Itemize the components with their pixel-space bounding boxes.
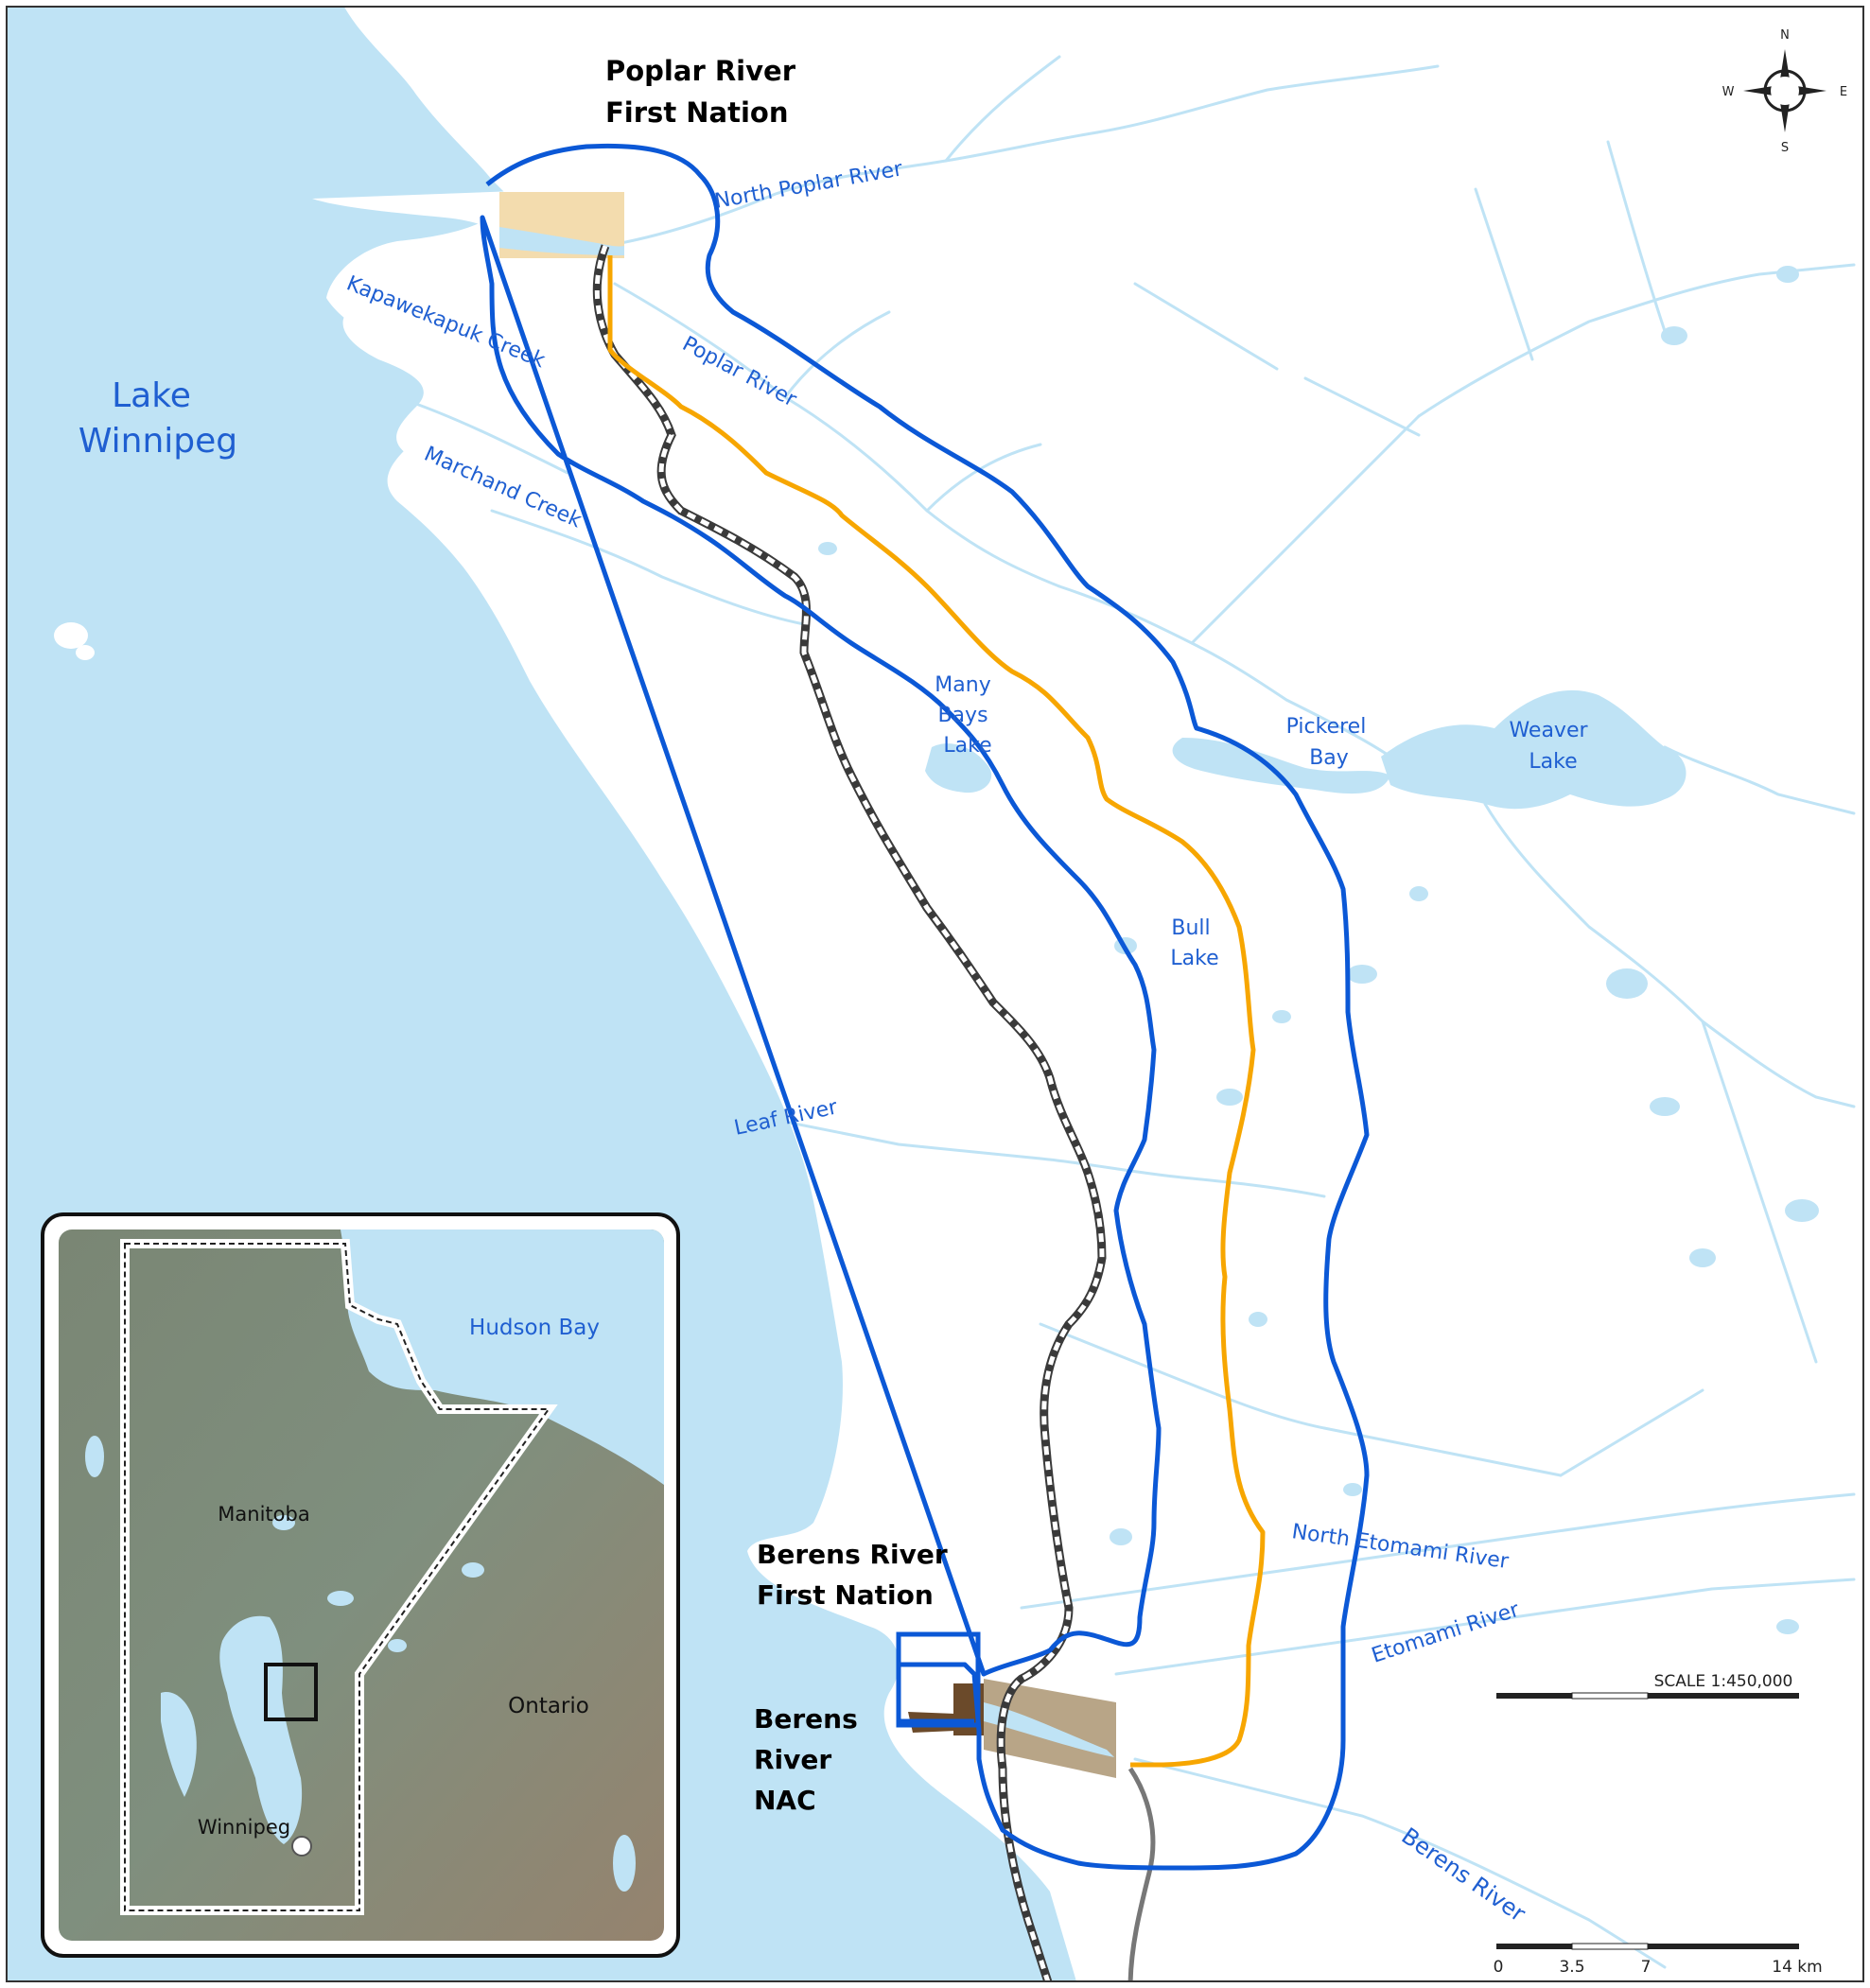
- scale-tick: 7: [1641, 1958, 1652, 1977]
- poplar-point-peninsula: [312, 189, 568, 492]
- lake: [1347, 965, 1377, 984]
- lake: [1776, 1619, 1799, 1634]
- lake: [1409, 886, 1428, 901]
- lake: [1110, 1528, 1132, 1545]
- berens-nac-boundary: [896, 1631, 981, 1728]
- map-frame: [6, 6, 1864, 1982]
- compass-west: W: [1722, 85, 1735, 99]
- poplar-river-channel: [499, 227, 624, 255]
- proposed-route: [607, 255, 1266, 1768]
- all-weather-road: [1127, 1767, 1156, 1981]
- inset-ontario-label: Ontario: [508, 1694, 589, 1718]
- pickerel-bay-label: Bay: [1309, 746, 1349, 770]
- berens-river-nac-label: River: [754, 1744, 831, 1775]
- river-network: [395, 55, 1856, 1969]
- lake: [1606, 968, 1648, 999]
- winnipeg-city-marker: [291, 1836, 312, 1857]
- berens-river-fn-label: First Nation: [757, 1579, 934, 1611]
- poplar-river-label: First Nation: [605, 96, 788, 129]
- compass-north: N: [1780, 28, 1790, 43]
- berens-river-fn-label: Berens River: [757, 1539, 948, 1570]
- lake: [1785, 1199, 1819, 1222]
- inset-manitoba-label: Manitoba: [218, 1503, 309, 1526]
- scale-tick: 3.5: [1559, 1958, 1584, 1977]
- lake: [1689, 1248, 1716, 1267]
- berens-river-nac-label: Berens: [754, 1703, 858, 1735]
- inset-locator-box: [264, 1663, 318, 1721]
- inset-lake: [85, 1436, 104, 1477]
- many-bays-lake-label: Lake: [943, 734, 991, 758]
- lake-winnipeg-label: Winnipeg: [79, 422, 237, 461]
- island: [54, 622, 88, 649]
- scale-tick: 0: [1494, 1958, 1504, 1977]
- berens-river-nac-label: NAC: [754, 1785, 816, 1816]
- inset-lake: [161, 1692, 197, 1797]
- inset-winnipeg-label: Winnipeg: [198, 1816, 290, 1839]
- lake: [1661, 326, 1687, 345]
- many-bays-lake-water: [925, 743, 992, 793]
- inset-map: [41, 1212, 680, 1958]
- lake: [1272, 1010, 1291, 1023]
- scale-bar-lower: [1496, 1943, 1799, 1950]
- lake-winnipeg-inset: [219, 1615, 303, 1844]
- weaver-lake-label: Weaver: [1509, 719, 1588, 742]
- manitoba-boundary-dash: [124, 1243, 551, 1911]
- weaver-lake-water: [1381, 689, 1686, 810]
- poplar-river-label: Poplar River: [605, 55, 796, 87]
- island: [76, 645, 95, 660]
- scale-bar: [1496, 1692, 1799, 1700]
- scale-tick: 14 km: [1772, 1958, 1822, 1977]
- scale-title: SCALE 1:450,000: [1654, 1672, 1793, 1691]
- compass-south: S: [1781, 141, 1789, 155]
- hudson-bay-water: [341, 1229, 664, 1485]
- lake: [1343, 1483, 1362, 1496]
- study-area-boundary: [480, 143, 1370, 1871]
- compass-rose-icon: [1743, 49, 1826, 132]
- inset-hudson-bay-label: Hudson Bay: [469, 1316, 600, 1340]
- bull-lake-label: Lake: [1170, 947, 1218, 970]
- lake: [1216, 1089, 1243, 1106]
- pickerel-bay-water: [1172, 738, 1390, 794]
- lake: [1650, 1097, 1680, 1116]
- inset-lake: [272, 1515, 295, 1530]
- lake: [818, 542, 837, 555]
- pickerel-bay-label: Pickerel: [1286, 715, 1367, 739]
- bull-lake-label: Bull: [1171, 916, 1210, 940]
- winter-road-dashes: [594, 245, 1105, 1981]
- lake: [1776, 266, 1799, 283]
- many-bays-lake-label: Many: [935, 673, 990, 697]
- inset-lake: [462, 1562, 484, 1578]
- berens-river-channel: [984, 1702, 1114, 1757]
- weaver-lake-label: Lake: [1529, 750, 1577, 774]
- inset-lake: [327, 1591, 354, 1606]
- inset-lake: [613, 1835, 636, 1892]
- lake: [1249, 1312, 1267, 1327]
- inset-lake: [388, 1639, 407, 1652]
- compass-east: E: [1840, 85, 1847, 99]
- lake-winnipeg-label: Lake: [112, 376, 191, 415]
- many-bays-lake-label: Bays: [937, 704, 987, 727]
